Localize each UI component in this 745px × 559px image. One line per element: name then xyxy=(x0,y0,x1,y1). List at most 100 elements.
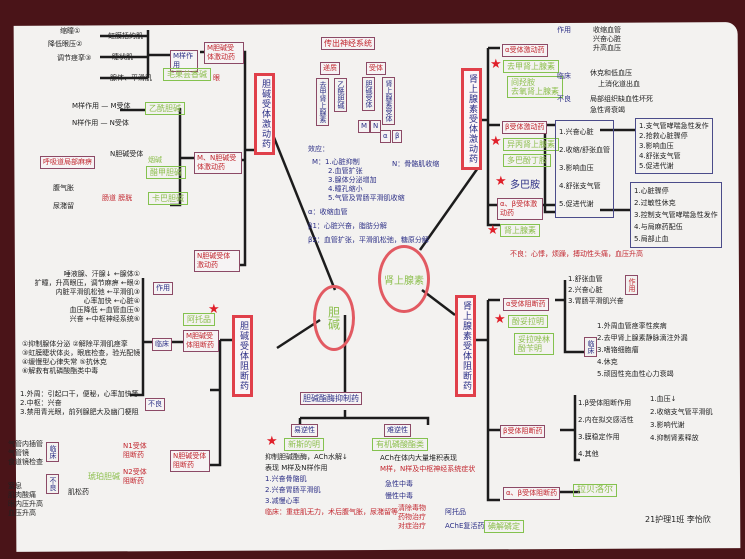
phentolamine: 酚妥拉明 xyxy=(508,315,548,328)
cholinergic-blocker-title: 胆碱受体阻断药 xyxy=(232,315,253,397)
detail-line: 3.减慢心率 xyxy=(265,497,300,505)
action-item: 血压降低 ←血管血压⑤ xyxy=(69,306,140,314)
effect-item: 1.兴奋心脏 xyxy=(559,128,594,136)
atropine-adverse: 1.外周：引起口干，便秘，心率加快等 2.中枢：兴奋 3.禁用青光眼，前列腺肥大… xyxy=(20,390,139,417)
adrenaline-uses-box: 1.心脏骤停 2.过敏性休克 3.控制支气管哮喘急性发作 4.与局麻药配伍 5.… xyxy=(630,182,722,248)
n-agonist: N胆碱受体激动药 xyxy=(194,250,240,272)
m-effect: 4.瞳孔缩小 xyxy=(328,185,363,193)
effect-item: 2.收缩/舒张血管 xyxy=(559,146,611,154)
m-effect: 3.腺体分泌增加 xyxy=(328,176,377,184)
use-item: 1.心脏骤停 xyxy=(634,187,669,195)
action-item: 兴奋 ←中枢神经系统⑥ xyxy=(69,315,140,323)
acute-poisoning: 急性中毒 xyxy=(385,480,413,488)
antidote-atropine: 阿托品 xyxy=(445,508,466,516)
labetalol: 拉贝洛尔 xyxy=(573,484,618,497)
detail-line: 抑制胆碱酯酶，ACh水解↓ xyxy=(265,453,348,461)
action-item: 扩瞳，升高眼压，调节麻痹 ←眼② xyxy=(34,279,140,287)
detail-line: 2.兴奋胃肠平滑肌 xyxy=(265,486,321,494)
adverse-item: 窒息 xyxy=(8,482,22,490)
sc-adverse-items: 窒息 肌肉酸痛 眼内压升高 血压升高 xyxy=(8,482,43,518)
adverse-item: 1.外周：引起口干，便秘，心率加快等 xyxy=(20,390,139,398)
op-line-1: ACh在体内大量堆积表现 xyxy=(380,454,457,462)
beta-blocker-properties: 1.β受体阻断作用 2.内在拟交感活性 3.膜稳定作用 4.其他 xyxy=(578,395,634,463)
drug-name: 酚苄明 xyxy=(518,344,542,353)
isoprenaline: 异丙肾上腺素 xyxy=(503,138,559,151)
beta-blocker-effects: 1.血压↓ 2.收缩支气管平滑肌 3.影响代谢 4.抑制肾素释放 xyxy=(650,393,713,445)
drug-name: 间羟胺 xyxy=(511,78,535,87)
clinical-item: 食道镜检查 xyxy=(8,458,43,466)
ach-action-m: M样作用 — M受体 xyxy=(72,102,131,110)
alpha-receptor: α xyxy=(380,130,391,143)
action-label: 作用 xyxy=(625,275,638,295)
m-target-1: 虹膜括约肌 xyxy=(108,32,143,40)
antidote-reactivator: AChE复活药 xyxy=(445,522,485,530)
detail-line: 临床：重症肌无力，术后腹气胀，尿潴留等 xyxy=(265,508,398,516)
alpha-blocker-actions: 1.舒张血管 2.兴奋心脏 3.胃肠平滑肌兴奋 xyxy=(568,274,624,307)
reversible-label: 易逆性 xyxy=(291,424,318,437)
clinical-item: 气管镜 xyxy=(8,449,29,457)
author-signature: 21护理1班 李怡欣 xyxy=(645,515,711,524)
m-effects: M：1.心脏抑制 2.血管扩张 3.腺体分泌增加 4.瞳孔缩小 5.气管及胃肠平… xyxy=(312,158,405,203)
action-item: 心率加快 ←心脏④ xyxy=(83,297,140,305)
organophosphate: 有机磷酸酯类 xyxy=(372,438,428,451)
m-effect-2: 降低眼压② xyxy=(48,40,83,48)
action-item: 升高血压 xyxy=(593,44,621,52)
alpha-adverse: 局部组织缺血性坏死 急性肾衰竭 xyxy=(590,94,653,116)
m-effect: 5.气管及胃肠平滑肌收缩 xyxy=(328,194,405,202)
ach-action-n: N样作用 — N受体 xyxy=(72,119,129,127)
intestine-bladder: 肠道 膀胱 xyxy=(102,194,133,202)
sc-adverse-label: 不良 xyxy=(46,474,59,494)
effect-item: 4.舒张支气管 xyxy=(559,182,601,190)
star-icon: ★ xyxy=(490,57,502,72)
effect-item: 4.抑制肾素释放 xyxy=(650,434,699,442)
action-item: 3.胃肠平滑肌兴奋 xyxy=(568,297,624,305)
star-icon: ★ xyxy=(208,302,220,317)
n2-blocker: N2受体阻断药 xyxy=(123,468,147,485)
m-effect: M：1.心脏抑制 xyxy=(312,158,360,166)
neostigmine: 新斯的明 xyxy=(284,438,324,451)
alpha-blocker-clinical: 1.外周血管痉挛性疾病 2.去甲肾上腺素静脉滴注外漏 3.嗜铬细胞瘤 4.休克 … xyxy=(597,320,688,380)
n-effect: N：骨骼肌收缩 xyxy=(392,160,440,168)
clinical-label: 临床 xyxy=(584,337,597,357)
norepinephrine: 去甲肾上腺素 xyxy=(503,60,559,73)
use-item: 4.舒张支气管 xyxy=(639,152,681,160)
clinical-item: 5.顽固性充血性心力衰竭 xyxy=(597,370,674,378)
clinical-item: 4.休克 xyxy=(597,358,618,366)
eye-label: 眼 xyxy=(213,74,220,82)
alpha-beta-agonist: α、β受体激动药 xyxy=(497,198,543,220)
cholinergic-agonist-title: 胆碱受体激动药 xyxy=(254,73,275,155)
action-label: 作用 xyxy=(153,282,173,295)
n1-blocker: N1受体阻断药 xyxy=(123,442,147,459)
m-action: M样作用 xyxy=(170,50,198,72)
adrenergic-agonist-title: 肾上腺素受体激动药 xyxy=(461,68,482,170)
effect-label: 效应： xyxy=(308,145,329,153)
adrenaline-circle: 肾上腺素 xyxy=(378,245,430,313)
irreversible-label: 难逆性 xyxy=(384,424,411,437)
adrenaline-adverse: 不良：心悸，烦躁，搏动性头痛，血压升高 xyxy=(510,250,643,258)
n-receptor: N xyxy=(370,120,382,133)
drug-name: 妥拉唑林 xyxy=(518,335,550,344)
clinical-item: 气管内插管 xyxy=(8,440,43,448)
m-target-3: 腺体、平滑肌 xyxy=(110,74,152,82)
use-item: 3.影响血压 xyxy=(639,142,674,150)
property-item: 1.β受体阻断作用 xyxy=(578,399,632,407)
treatment-item: 药物治疗 xyxy=(398,513,426,521)
action-item: 唾液腺、汗腺↓ ←腺体① xyxy=(63,270,140,278)
use-item: 5.局部止血 xyxy=(634,235,669,243)
n-receptor-label: N胆碱受体 xyxy=(110,150,144,158)
effect-item: 5.促进代谢 xyxy=(559,200,594,208)
m-effect-1: 缩瞳① xyxy=(60,27,81,35)
clinical-item: ③虹膜睫状体炎，眼底检查，验光配镜 xyxy=(22,349,141,357)
urinary-retention: 尿潴留 xyxy=(53,202,74,210)
cholinergic-receptor: 胆碱受体 xyxy=(362,77,375,111)
action-item: 收缩血管 xyxy=(593,26,621,34)
alpha-action-label: 作用 xyxy=(557,26,571,34)
m-blocker: M胆碱受体阻断药 xyxy=(183,330,219,352)
m-target-2: 睫状肌 xyxy=(112,53,133,61)
n-blocker: N胆碱受体阻断药 xyxy=(170,450,210,472)
action-item: 2.兴奋心脏 xyxy=(568,286,603,294)
beta-agonist: β受体激动药 xyxy=(502,121,548,134)
clinical-item: 3.嗜铬细胞瘤 xyxy=(597,346,639,354)
use-item: 1.支气管哮喘急性发作 xyxy=(639,122,709,130)
effect-item: 1.血压↓ xyxy=(650,395,677,403)
